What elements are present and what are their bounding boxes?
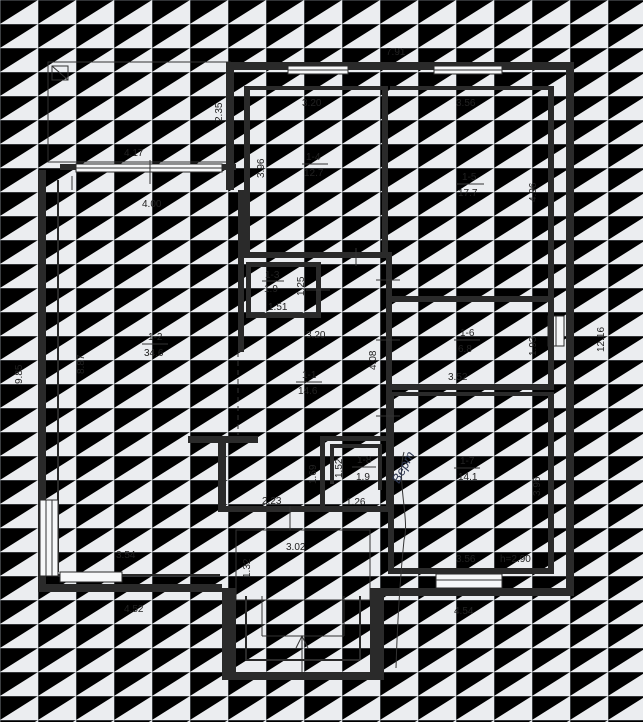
dim-4-96: 4.96 — [528, 182, 539, 202]
dim-1-26: 1.26 — [346, 497, 366, 508]
room-id-1-8: 1-8 — [357, 455, 372, 466]
dim-4-17: 4.17 — [124, 148, 144, 159]
interior-dimensions: 2.35 4.17 4.00 8.87 3.54 3.20 3.96 3.56 … — [76, 98, 543, 578]
room-id-1-1: 1-1 — [302, 370, 317, 381]
room-area-1-2: 34.6 — [144, 348, 164, 359]
room-id-1-6: 1-6 — [460, 328, 475, 339]
overall-top-dimension: 7.91 — [386, 47, 406, 58]
room-area-1-1: 14.6 — [298, 386, 318, 397]
dim-3-56-top: 3.56 — [456, 98, 476, 109]
dim-2-35: 2.35 — [214, 102, 225, 122]
windows — [39, 65, 565, 589]
overall-right-dimension: 12.16 — [596, 327, 607, 352]
dim-1-32: 1.32 — [242, 558, 253, 578]
dim-3-52: 3.52 — [448, 372, 468, 383]
overall-bottom-left-dimension: 4.52 — [124, 604, 144, 615]
room-id-1-4: 1-4 — [306, 152, 321, 163]
dim-1-93: 1.93 — [528, 336, 539, 356]
interior-walls — [188, 86, 554, 574]
dim-3-95: 3.95 — [532, 476, 543, 496]
dim-4-00: 4.00 — [142, 199, 162, 210]
dim-3-02: 3.02 — [286, 542, 306, 553]
room-labels: 1-4 12.7 1-5 17.7 1-3 1.9 1-2 34.6 1-6 6… — [142, 152, 484, 483]
dim-3-54: 3.54 — [116, 550, 136, 561]
room-id-1-3: 1-3 — [265, 270, 280, 281]
room-area-1-8: 1.9 — [356, 472, 370, 483]
dim-1-69: 1.69 — [308, 464, 319, 484]
dim-1-52: 1.52 — [334, 458, 345, 478]
dim-3-96: 3.96 — [256, 158, 267, 178]
dim-4-08: 4.08 — [368, 350, 379, 370]
dim-3-20-mid: 3.20 — [306, 330, 326, 341]
dim-2-23: 2.23 — [262, 496, 282, 507]
overall-bottom-right-dimension: 4.54 — [454, 606, 474, 617]
room-area-1-7: 14.1 — [458, 472, 478, 483]
room-id-1-7: 1-7 — [460, 456, 475, 467]
room-area-1-3: 1.9 — [264, 284, 278, 295]
ceiling-height: h=2.90 — [500, 554, 531, 565]
dim-1-51: 1.51 — [268, 302, 288, 313]
room-id-1-5: 1-5 — [462, 172, 477, 183]
dim-8-87: 8.87 — [76, 354, 87, 374]
room-id-1-2: 1-2 — [148, 332, 163, 343]
dim-3-56-bottom: 3.56 — [456, 554, 476, 565]
dim-3-20-top: 3.20 — [302, 98, 322, 109]
entrance-porch — [222, 529, 384, 680]
room-area-1-5: 17.7 — [458, 188, 478, 199]
dimension-lines — [71, 160, 407, 669]
dim-1-25: 1.25 — [296, 276, 307, 296]
room-area-1-4: 12.7 — [304, 168, 324, 179]
overall-left-dimension: 9.85 — [14, 364, 25, 384]
room-area-1-6: 6.8 — [458, 344, 472, 355]
